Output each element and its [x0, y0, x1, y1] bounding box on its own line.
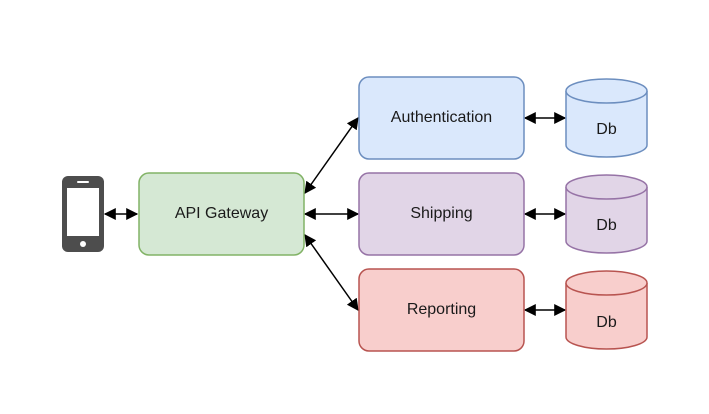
- database-reporting-label: Db: [596, 314, 617, 331]
- service-shipping-label: Shipping: [410, 205, 472, 222]
- database-reporting-node: Db: [565, 270, 648, 350]
- database-authentication-node: Db: [565, 78, 648, 158]
- service-shipping-node: Shipping: [358, 172, 525, 256]
- service-authentication-node: Authentication: [358, 76, 525, 160]
- database-icon: [565, 78, 648, 158]
- api-gateway-node: API Gateway: [138, 172, 305, 256]
- database-shipping-node: Db: [565, 174, 648, 254]
- service-reporting-label: Reporting: [407, 301, 476, 318]
- database-shipping-label: Db: [596, 217, 617, 234]
- service-reporting-node: Reporting: [358, 268, 525, 352]
- edge-gateway-reporting: [304, 234, 359, 311]
- smartphone-icon: [62, 176, 104, 252]
- edges: [103, 112, 567, 316]
- database-authentication-label: Db: [596, 121, 617, 138]
- service-authentication-label: Authentication: [391, 109, 492, 126]
- edge-gateway-authentication: [304, 117, 359, 194]
- database-icon: [565, 270, 648, 350]
- api-gateway-label: API Gateway: [175, 205, 268, 222]
- database-icon: [565, 174, 648, 254]
